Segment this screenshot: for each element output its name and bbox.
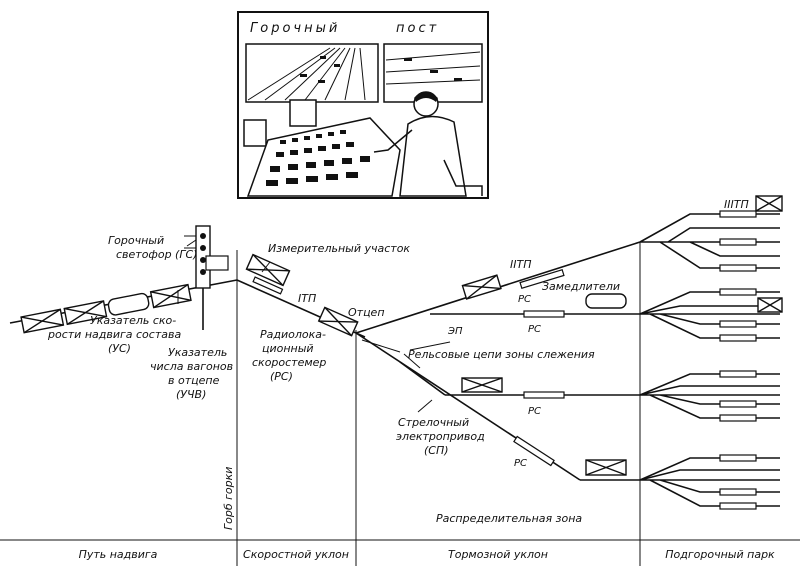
label-rs-4: РС [518, 294, 531, 305]
label-signal-1: Горочный [108, 234, 164, 247]
label-rs-2: РС [528, 406, 541, 417]
label-us-1: Указатель ско- [90, 314, 176, 327]
label-us-3: (УС) [108, 342, 131, 355]
label-distrib: Распределительная зона [436, 512, 582, 525]
wagons [20, 195, 783, 476]
label-uchv-4: (УЧВ) [176, 388, 206, 401]
label-sp-1: Стрелочный [398, 416, 469, 429]
labels: Горочный светофор (ГС) Измерительный уча… [47, 198, 749, 530]
label-rs-3: РС [514, 458, 527, 469]
header-title-right: пост [396, 21, 439, 36]
zone-label-speed: Скоростной уклон [243, 548, 349, 561]
retarders [252, 210, 757, 510]
label-otcep: Отцеп [348, 306, 385, 319]
label-uchv-3: в отцепе [168, 374, 220, 387]
zone-label-brake: Тормозной уклон [448, 548, 548, 561]
label-us-2: рости надвига состава [47, 328, 181, 341]
header-title-left: Горочный [250, 21, 340, 36]
label-uchv-2: числа вагонов [150, 360, 233, 373]
label-sp-3: (СП) [424, 444, 449, 457]
label-iiitp: IIIТП [724, 198, 749, 211]
label-radar-2: ционный [262, 342, 314, 355]
label-radar-1: Радиолока- [260, 328, 326, 341]
label-sp-2: электропривод [396, 430, 485, 443]
label-iitp: IIТП [510, 258, 531, 271]
label-itp: ITП [298, 292, 316, 305]
label-radar-3: скоростемер [252, 356, 326, 369]
label-signal-2: светофор (ГС) [116, 248, 197, 261]
control-post-illustration: Горочный пост [237, 11, 489, 199]
label-uchv-1: Указатель [168, 346, 227, 359]
label-measuring: Измерительный участок [268, 242, 410, 255]
label-rs-1: РС [528, 324, 541, 335]
label-hump: Горб горки [222, 467, 235, 530]
hump-signal [184, 225, 229, 330]
label-rails: Рельсовые цепи зоны слежения [408, 348, 595, 361]
leader-lines [177, 239, 451, 413]
label-radar-4: (РС) [270, 370, 293, 383]
zone-dividers [0, 242, 800, 566]
label-ep: ЭП [447, 326, 463, 337]
zone-labels: Путь надвига Скоростной уклон Тормозной … [79, 548, 775, 561]
label-zamedl: Замедлители [542, 280, 620, 293]
zone-label-yard: Подгорочный парк [665, 548, 775, 561]
zone-label-push: Путь надвига [79, 548, 158, 561]
